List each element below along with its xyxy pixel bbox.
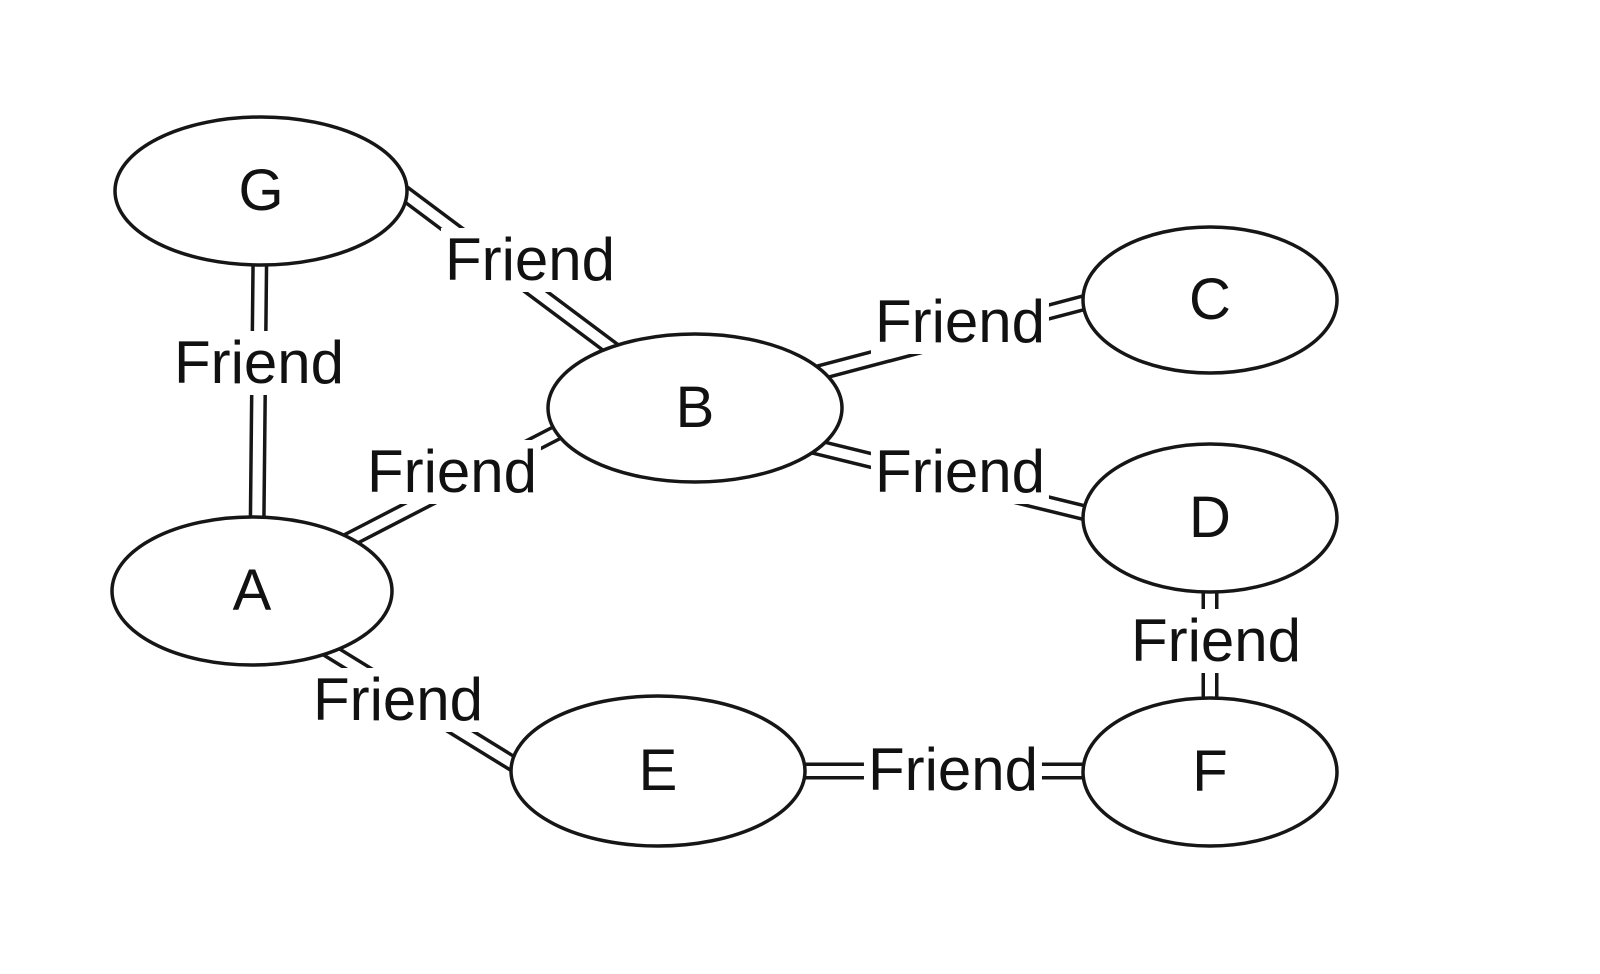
edge-label-A-E: Friend [308,668,488,732]
edge-label-B-D: Friend [870,440,1050,504]
node-ellipse-G [113,115,409,267]
edge-label-G-B: Friend [440,228,620,292]
node-ellipse-B [546,332,844,484]
edge-label-G-A: Friend [169,331,349,395]
node-label-D: D [1189,485,1231,550]
node-ellipse-E [509,694,807,848]
nodes-layer [110,115,1339,848]
edge-label-B-C: Friend [870,290,1050,354]
edge-label-A-B: Friend [362,440,542,504]
node-ellipse-A [110,515,394,667]
edge-label-E-F: Friend [863,738,1043,802]
node-ellipse-F [1081,696,1339,848]
node-ellipse-C [1081,225,1339,375]
node-label-B: B [675,375,715,440]
node-ellipse-D [1081,442,1339,594]
node-label-E: E [638,738,678,803]
edge-label-D-F: Friend [1126,609,1306,673]
node-label-A: A [232,558,272,623]
node-label-F: F [1192,739,1228,804]
node-label-G: G [238,158,284,223]
node-label-C: C [1189,267,1231,332]
